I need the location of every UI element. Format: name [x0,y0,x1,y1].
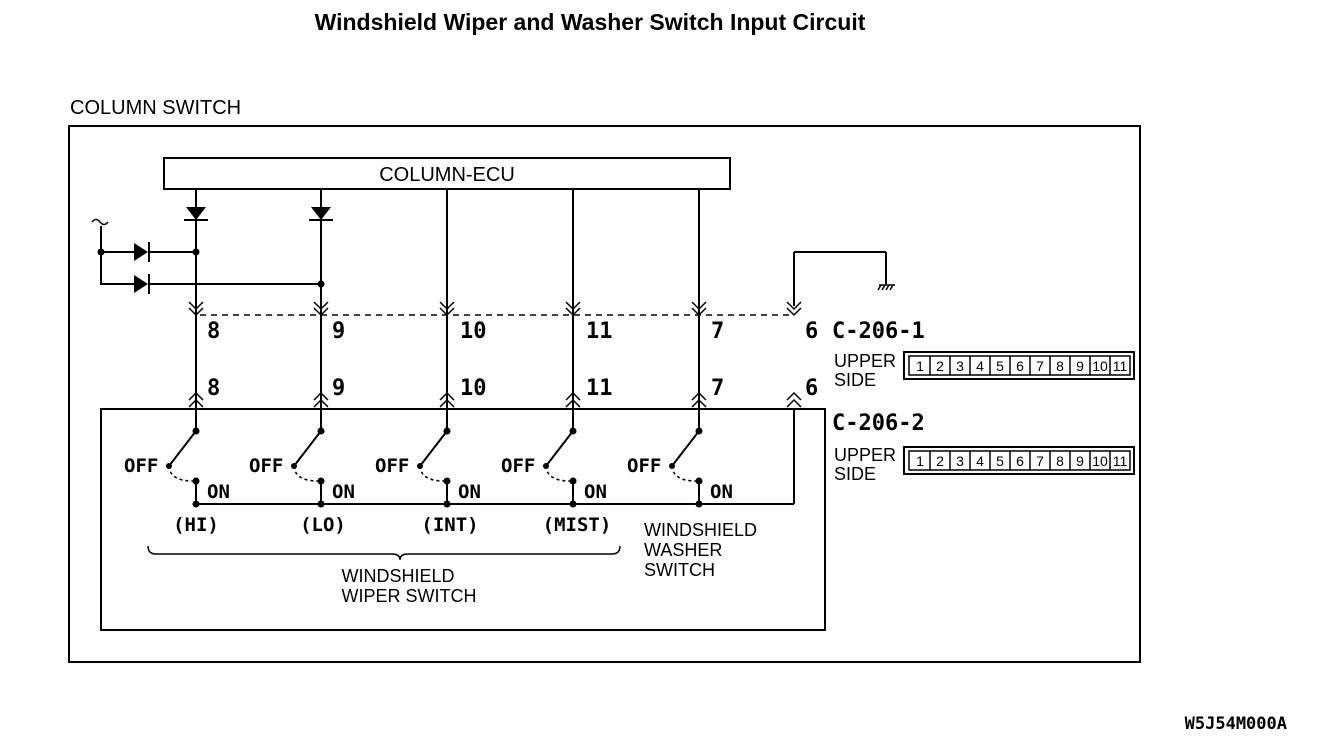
switch-off-label: OFF [627,455,661,477]
pin-label: 4 [976,453,984,469]
terminal-label-upper: 8 [207,319,220,344]
washer-switch-label-line1: WINDSHIELD [644,520,757,540]
switch-on-label: ON [458,481,481,503]
switch-mode-label: (LO) [300,514,346,536]
terminal-label-lower: 10 [460,376,487,401]
terminal-label-lower: 9 [332,376,345,401]
pin-label: 11 [1113,453,1128,469]
terminal-label-upper: 7 [711,319,724,344]
terminal-label-lower: 8 [207,376,220,401]
terminal-group: 8 8 9 9 10 10 11 11 7 7 6 6 [188,301,818,408]
wiper-switch-bracket [147,545,621,561]
switch-on-label: ON [710,481,733,503]
connector1-side-line1: UPPER [834,351,896,371]
pin-label: 11 [1113,358,1128,374]
wiper-switch-label-line2: WIPER SWITCH [342,586,477,606]
switch-4: OFF ON (MIST) [501,427,612,536]
connector2-side-line1: UPPER [834,445,896,465]
switch-on-label: ON [584,481,607,503]
wiper-switch-label-line1: WINDSHIELD [341,566,454,586]
terminal-10-upper-marker [439,301,455,317]
pin-label: 9 [1076,453,1084,469]
terminal-label-upper: 6 [805,319,818,344]
switch-group: OFFON(HI)OFFON(LO)OFFON(INT)OFFON(MIST)O… [124,427,733,536]
terminal-8-upper-marker [188,301,204,317]
terminal-9-lower-marker [313,391,329,408]
ecu-label: COLUMN-ECU [379,164,515,186]
terminal-9-upper-marker [313,301,329,317]
switch-3: OFF ON (INT) [375,427,481,536]
diode-lo [309,207,333,221]
terminal-7-lower-marker [691,391,707,408]
switch-1: OFF ON (HI) [124,427,230,536]
switch-mode-label: (HI) [173,514,219,536]
terminal-6-lower-marker [786,391,802,408]
switch-5: OFF ON [627,427,733,508]
switch-off-label: OFF [375,455,409,477]
pin-label: 9 [1076,358,1084,374]
pin-label: 2 [936,453,944,469]
switch-mode-label: (INT) [421,514,478,536]
terminal-label-upper: 9 [332,319,345,344]
connector1-name: C-206-1 [832,319,925,344]
terminal-11-lower-marker [565,391,581,408]
power-feed [91,218,325,294]
common-return-wire [196,409,795,505]
switch-2: OFF ON (LO) [249,427,355,536]
diode-hi [184,207,208,221]
switch-off-label: OFF [124,455,158,477]
pin-label: 7 [1036,453,1044,469]
switch-on-label: ON [332,481,355,503]
washer-switch-label-line3: SWITCH [644,560,715,580]
diagram-title: Windshield Wiper and Washer Switch Input… [315,9,866,35]
terminal-7-upper-marker [691,301,707,317]
column-switch-label: COLUMN SWITCH [70,97,241,119]
terminal-label-upper: 10 [460,319,487,344]
pin-label: 8 [1056,358,1064,374]
pin-label: 4 [976,358,984,374]
washer-switch-label-line2: WASHER [644,540,722,560]
switch-mode-label: (MIST) [543,514,612,536]
connector1-side-line2: SIDE [834,370,876,390]
figure-code: W5J54M000A [1185,714,1287,734]
pin-label: 3 [956,358,964,374]
terminal-8-lower-marker [188,391,204,408]
terminal-label-lower: 6 [805,376,818,401]
terminal-10-lower-marker [439,391,455,408]
pin-label: 5 [996,453,1004,469]
switch-on-label: ON [207,481,230,503]
pin-label: 10 [1092,358,1108,374]
switch-box [100,408,826,631]
pin-label: 10 [1092,453,1108,469]
pin-label: 2 [936,358,944,374]
pin-label: 3 [956,453,964,469]
pin-label: 1 [916,358,924,374]
pin-label: 1 [916,453,924,469]
terminal-label-upper: 11 [586,319,613,344]
connector2-name: C-206-2 [832,411,925,436]
ground-wire [793,251,895,306]
switch-off-label: OFF [249,455,283,477]
pin-label: 8 [1056,453,1064,469]
column-switch-box [68,125,1141,663]
pin-label: 6 [1016,358,1024,374]
pin-label: 5 [996,358,1004,374]
connector2-side-line2: SIDE [834,464,876,484]
pin-label: 7 [1036,358,1044,374]
terminal-6-upper-marker [786,301,802,317]
switch-off-label: OFF [501,455,535,477]
terminal-11-upper-marker [565,301,581,317]
terminal-label-lower: 7 [711,376,724,401]
terminal-label-lower: 11 [586,376,613,401]
pin-label: 6 [1016,453,1024,469]
